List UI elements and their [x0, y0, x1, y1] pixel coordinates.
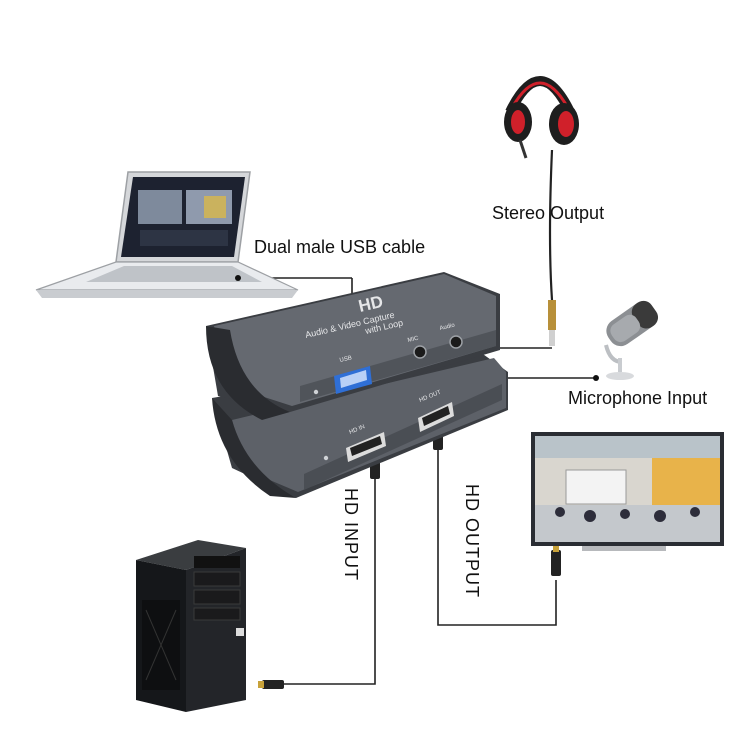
tv-hd-plug: [551, 550, 561, 576]
connection-dots: [235, 275, 599, 381]
mic-leader-dot: [593, 375, 599, 381]
capture-device-upper: [206, 272, 500, 420]
microphone-image: [604, 300, 659, 380]
hd-input-cable: [284, 475, 376, 685]
port-label-audio: Audio: [439, 323, 456, 332]
hd-input-label: HD INPUT: [341, 488, 361, 581]
port-label-mic: MIC: [407, 335, 420, 343]
mic-jack: [413, 345, 427, 359]
tv-image: [531, 432, 724, 551]
port-label-hd-in: HD IN: [349, 424, 366, 436]
usb-leader-dot: [235, 275, 241, 281]
stereo-output-label: Stereo Output: [492, 203, 605, 223]
audio-jack: [449, 335, 463, 349]
headphones-image: [504, 76, 579, 346]
port-label-usb: USB: [339, 355, 352, 364]
hd-output-cable: [437, 450, 557, 626]
capture-device-lower: [212, 352, 508, 498]
hd-output-label: HD OUTPUT: [462, 484, 482, 598]
laptop-image: [35, 171, 299, 298]
headphone-cable: [548, 149, 554, 340]
microphone-input-label: Microphone Input: [568, 388, 708, 408]
pc-hd-plug: [262, 680, 284, 689]
usb-cable-label: Dual male USB cable: [254, 237, 426, 257]
capture-device: HD Audio & Video Capture with Loop USB M…: [206, 272, 508, 498]
desktop-pc-image: [136, 540, 246, 712]
